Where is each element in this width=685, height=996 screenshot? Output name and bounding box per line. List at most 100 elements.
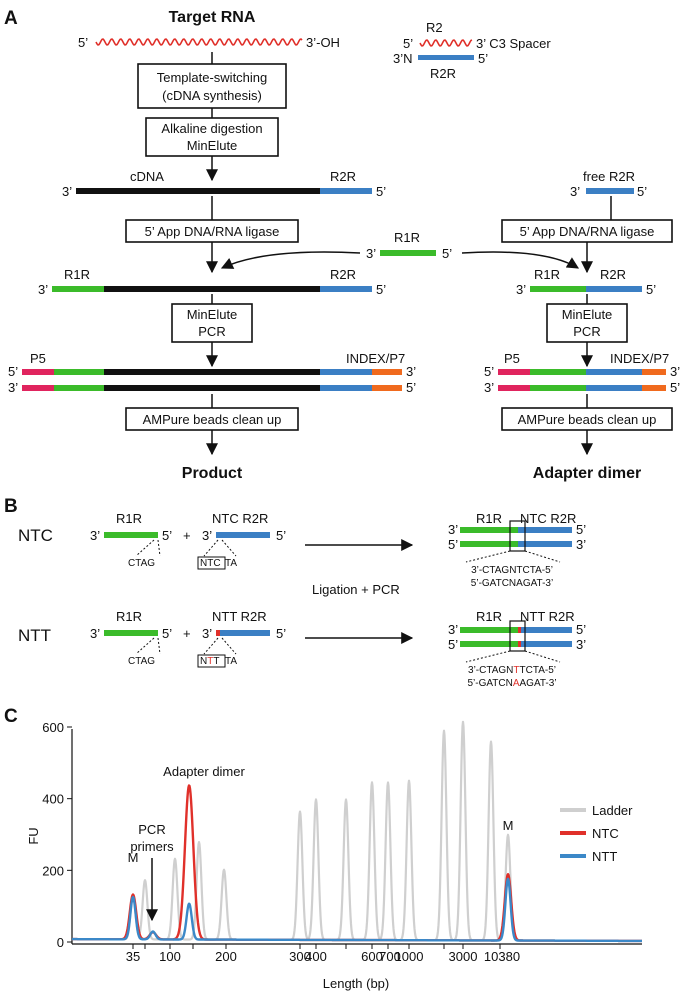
- r2-3-c3-label: 3’ C3 Spacer: [476, 36, 551, 51]
- adapter-dimer-label: Adapter dimer: [533, 465, 641, 482]
- ntc-highlight-box: [197, 556, 226, 570]
- lig-left-5-label: 5’: [376, 282, 386, 297]
- panel-c-label: C: [4, 706, 18, 727]
- template-switching-label: Template-switching: [157, 70, 268, 85]
- panel-a-label: A: [4, 8, 18, 29]
- ntc-prod-r2r-top: [518, 527, 572, 533]
- ntt-r1r-3: 3’: [90, 626, 100, 641]
- y-tick-label: 200: [42, 863, 64, 878]
- ntc-prod-3b: 3’: [576, 537, 586, 552]
- ntt-seq1-a: 3’-CTAGN: [468, 665, 513, 676]
- ntt-junction-box: [509, 620, 526, 652]
- pcr-left-label: PCR: [198, 324, 225, 339]
- ntt-plus: +: [183, 626, 191, 641]
- dimer-index-label: INDEX/P7: [610, 351, 669, 366]
- r1r-3-label: 3’: [366, 246, 376, 261]
- dimer-strand-bottom: [498, 385, 666, 391]
- ntt-highlight-box: [197, 654, 226, 668]
- ntc-junction-box: [509, 520, 526, 552]
- prod-3a-label: 3’: [406, 364, 416, 379]
- ntt-seq1-c: TCTA-5’: [520, 665, 556, 676]
- x-tick-label: 35: [126, 949, 140, 964]
- lig-right-r2r-label: R2R: [600, 267, 626, 282]
- dimer-3b-label: 3’: [484, 380, 494, 395]
- x-tick-label: 400: [305, 949, 327, 964]
- x-tick-label: 10380: [484, 949, 520, 964]
- ntc-r2r-3: 3’: [202, 528, 212, 543]
- ntc-prod-r1r: R1R: [476, 511, 502, 526]
- ntt-ta: TA: [225, 656, 237, 667]
- annotation-adapter-dimer: Adapter dimer: [163, 764, 245, 779]
- lig-right-r1r-bar: [530, 286, 586, 292]
- ntt-r2r-5: 5’: [276, 626, 286, 641]
- ntc-seq-bottom: 5’-GATCNAGAT-3’: [471, 578, 553, 589]
- x-tick-label: 300: [289, 949, 311, 964]
- dimer-p5-label: P5: [504, 351, 520, 366]
- r2-strand: [419, 39, 473, 47]
- annotation-marker-upper: M: [503, 818, 514, 833]
- x-tick-label: 200: [215, 949, 237, 964]
- ntc-prod-3a: 3’: [448, 522, 458, 537]
- ntt-prod-r2r-top: [518, 627, 572, 633]
- x-axis-label: Length (bp): [323, 976, 390, 991]
- ntc-ctag: CTAG: [128, 558, 155, 569]
- ntt-seq-bottom: 5’-GATCNAAGAT-3’: [467, 678, 556, 689]
- ntc-prod-r1r-top: [460, 527, 518, 533]
- ntt-prod-r2r-bot: [518, 641, 572, 647]
- ampure-left-label: AMPure beads clean up: [143, 412, 282, 427]
- ntc-prod-r2r: NTC R2R: [520, 511, 576, 526]
- cdna-synthesis-label: (cDNA synthesis): [162, 88, 262, 103]
- dimer-strand-top: [498, 369, 666, 375]
- prod-5a-label: 5’: [8, 364, 18, 379]
- cdna-r2r-bar: [320, 188, 372, 194]
- y-tick-label: 400: [42, 792, 64, 807]
- lig-left-r1r-label: R1R: [64, 267, 90, 282]
- ligase-left-label: 5’ App DNA/RNA ligase: [145, 224, 280, 239]
- ligation-pcr-label: Ligation + PCR: [312, 582, 400, 597]
- ntt-r1r-label: R1R: [116, 609, 142, 624]
- y-axis-label: FU: [26, 827, 41, 844]
- cdna-r2r-label: R2R: [330, 169, 356, 184]
- ampure-right-label: AMPure beads clean up: [518, 412, 657, 427]
- ntt-prod-r2r: NTT R2R: [520, 609, 575, 624]
- ntt-r1r-5: 5’: [162, 626, 172, 641]
- product-strand-bottom: [22, 385, 402, 391]
- dimer-5a-label: 5’: [484, 364, 494, 379]
- ntt-prod-r1r-bot: [460, 641, 518, 647]
- ntt-prod-r1r-top: [460, 627, 518, 633]
- ntt-r1r-bar: [104, 630, 158, 636]
- ntc-r1r-label: R1R: [116, 511, 142, 526]
- ntc-ta: TA: [225, 558, 237, 569]
- r2r-bar: [418, 55, 474, 60]
- legend-label-ntt: NTT: [592, 849, 617, 864]
- y-tick-label: 600: [42, 720, 64, 735]
- rna-3-label: 3’-OH: [306, 35, 340, 50]
- legend-label-ntc: NTC: [592, 826, 619, 841]
- free-3-label: 3’: [570, 184, 580, 199]
- prod-5b-label: 5’: [406, 380, 416, 395]
- cdna-label: cDNA: [130, 169, 164, 184]
- ntt-seq2-c: AGAT-3’: [520, 678, 557, 689]
- annotation-primers: primers: [130, 839, 174, 854]
- ntc-r2r-bar: [216, 532, 270, 538]
- ntc-r2r-5: 5’: [276, 528, 286, 543]
- pcr-right-label: PCR: [573, 324, 600, 339]
- alkaline-digestion-label: Alkaline digestion: [161, 121, 262, 136]
- ntc-r1r-5: 5’: [162, 528, 172, 543]
- free-r2r-bar: [586, 188, 634, 194]
- legend-label-ladder: Ladder: [592, 803, 633, 818]
- dimer-3a-label: 3’: [670, 364, 680, 379]
- ligase-right-label: 5’ App DNA/RNA ligase: [520, 224, 655, 239]
- panel-a: A Target RNA 5’ 3’-OH R2 5’ 3’ C3 Spacer…: [4, 8, 680, 482]
- ntt-prod-3a: 3’: [448, 622, 458, 637]
- x-tick-label: 1000: [395, 949, 424, 964]
- free-5-label: 5’: [637, 184, 647, 199]
- lig-left-3-label: 3’: [38, 282, 48, 297]
- annotation-pcr: PCR: [138, 822, 165, 837]
- ntt-seq1-mismatch: T: [513, 665, 519, 676]
- ntc-plus: +: [183, 528, 191, 543]
- panel-b: B NTC 3’ R1R 5’ + 3’ NTC R2R 5’ CTAG NTC…: [4, 496, 586, 689]
